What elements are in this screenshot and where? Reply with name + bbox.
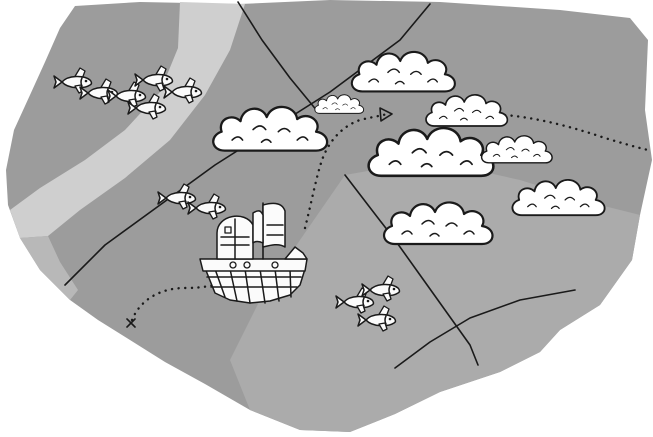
routes (126, 107, 650, 328)
map-line-lower-right (394, 289, 576, 369)
map-line-vertical-upper (237, 1, 319, 113)
route-start (130, 274, 234, 322)
route-arrow-icon (379, 107, 393, 122)
ship-icon (199, 202, 308, 304)
start-x-mark-icon (126, 318, 136, 328)
river (10, 2, 245, 238)
map-line-vertical-lower (344, 174, 479, 366)
map-shore (20, 236, 78, 300)
route-right (503, 113, 650, 152)
